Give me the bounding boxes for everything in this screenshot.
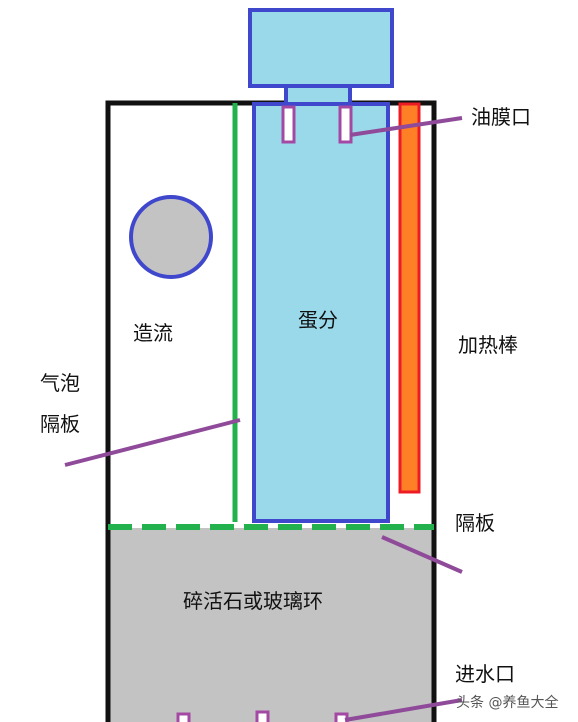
- media-label: 碎活石或玻璃环: [183, 589, 323, 613]
- oil-film-port-label: 油膜口: [471, 105, 531, 129]
- baffle-pointer: [381, 535, 463, 574]
- skimmer-motor: [248, 8, 394, 88]
- baffle-label: 隔板: [455, 511, 495, 535]
- wave-maker-pump: [129, 195, 213, 279]
- water-inlet-port-1: [176, 712, 191, 722]
- oil-film-port-pointer: [349, 116, 463, 137]
- water-inlet-pointer: [344, 698, 463, 722]
- water-inlet-port-2: [255, 710, 270, 722]
- heater-label: 加热棒: [458, 333, 518, 357]
- oil-film-port-left: [281, 105, 296, 144]
- skimmer-neck: [284, 84, 352, 106]
- bubble-baffle-label-line1: 气泡: [40, 371, 80, 395]
- heater: [398, 102, 421, 494]
- skimmer-body: [252, 102, 390, 523]
- bubble-baffle-pointer: [64, 418, 241, 467]
- protein-skimmer-label: 蛋分: [298, 308, 338, 332]
- wave-maker-label: 造流: [133, 321, 173, 345]
- bubble-baffle-label-line2: 隔板: [40, 412, 80, 436]
- media-chamber: [108, 528, 434, 722]
- water-inlet-label: 进水口: [455, 662, 515, 686]
- oil-film-port-right: [338, 105, 353, 144]
- watermark: 头条 @养鱼大全: [456, 694, 558, 711]
